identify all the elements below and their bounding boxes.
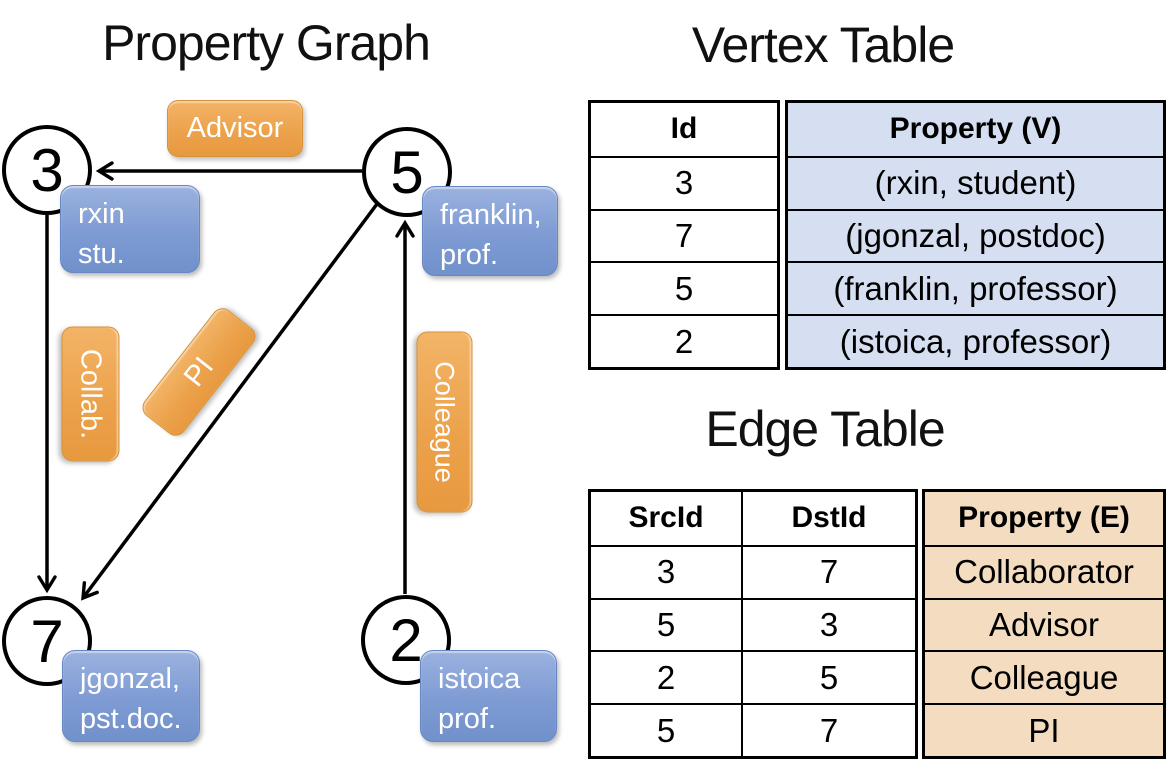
vertex-table-header-property: Property (V) — [788, 103, 1163, 156]
vertex-property-box-jgonzal: jgonzal, pst.doc. — [62, 650, 200, 742]
edge-label-text: Advisor — [186, 112, 284, 144]
table-cell: 5 — [741, 650, 915, 704]
vertex-property-line: istoica — [438, 663, 521, 695]
edge-table-title: Edge Table — [705, 401, 945, 457]
table-cell: 5 — [591, 261, 777, 314]
table-cell: Colleague — [925, 650, 1163, 704]
vertex-property-line: rxin — [78, 198, 125, 230]
vertex-table-property-column: Property (V) (rxin, student) (jgonzal, p… — [785, 100, 1166, 370]
property-graph-title: Property Graph — [102, 15, 431, 71]
vertex-table-title: Vertex Table — [691, 17, 955, 73]
edge-table-property-column: Property (E) Collaborator Advisor Collea… — [922, 489, 1166, 759]
graph-edges-layer — [37, 161, 415, 601]
edge-label-text: Collab. — [75, 348, 107, 440]
table-cell: 2 — [591, 314, 777, 367]
edge-label-colleague: Colleague — [416, 331, 473, 513]
table-cell: 3 — [741, 597, 915, 651]
vertex-node-2: 2 — [361, 595, 451, 685]
table-cell: 3 — [591, 544, 741, 598]
table-cell: (rxin, student) — [788, 155, 1163, 209]
vertex-property-box-franklin: franklin, prof. — [422, 186, 558, 276]
edge-table-header-srcid: SrcId — [628, 501, 704, 535]
edge-label-collab: Collab. — [61, 326, 120, 462]
vertex-property-line: prof. — [440, 239, 499, 272]
vertex-table-id-column: Id 3 7 5 2 — [588, 100, 780, 370]
edge-pi-line — [81, 202, 379, 601]
table-cell: (istoica, professor) — [788, 314, 1163, 367]
edge-table-header-dstid: DstId — [741, 492, 915, 545]
vertex-node-2-id: 2 — [389, 606, 423, 674]
vertex-property-box-rxin: rxin stu. — [60, 185, 200, 273]
edge-label-text: PI — [177, 351, 220, 393]
table-cell: 7 — [591, 208, 777, 262]
vertex-property-line: pst.doc. — [80, 703, 182, 736]
table-cell: 3 — [591, 155, 777, 209]
vertex-node-3-id: 3 — [30, 136, 64, 204]
table-cell: Advisor — [925, 597, 1163, 651]
vertex-node-5: 5 — [362, 127, 452, 217]
edge-table-id-columns: SrcId DstId 3 7 5 3 2 5 5 7 — [588, 489, 918, 759]
vertex-node-5-id: 5 — [390, 138, 424, 206]
table-cell: (franklin, professor) — [788, 261, 1163, 315]
table-cell: (jgonzal, postdoc) — [788, 208, 1163, 262]
edge-label-text: Colleague — [430, 361, 460, 483]
table-cell: 5 — [591, 703, 741, 756]
table-cell: 7 — [741, 544, 915, 598]
edge-label-advisor: Advisor — [167, 100, 303, 157]
edge-table-header-property: Property (E) — [925, 492, 1163, 545]
table-cell: 2 — [591, 650, 741, 703]
vertex-node-7-id: 7 — [30, 607, 64, 675]
table-cell: 5 — [591, 597, 741, 651]
vertex-table-header-id: Id — [670, 112, 698, 146]
vertex-property-line: stu. — [78, 238, 125, 271]
vertex-property-line: jgonzal, — [80, 663, 180, 695]
vertex-property-line: prof. — [438, 703, 497, 736]
vertex-property-line: franklin, — [440, 199, 542, 231]
table-cell: 7 — [741, 703, 915, 756]
table-cell: Collaborator — [925, 544, 1163, 598]
vertex-property-box-istoica: istoica prof. — [420, 650, 557, 742]
table-cell: PI — [925, 703, 1163, 756]
